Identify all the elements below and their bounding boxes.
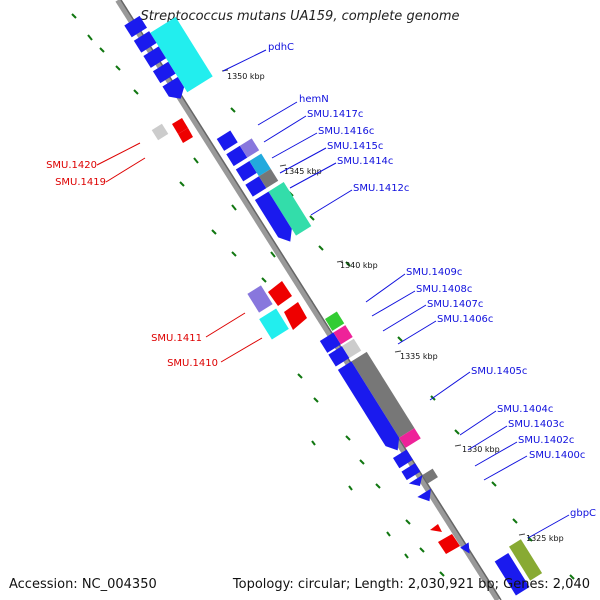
label-smu1419: SMU.1419 — [55, 177, 106, 188]
label-smu1405c: SMU.1405c — [471, 366, 527, 377]
label-smu1411: SMU.1411 — [151, 333, 202, 344]
scale-label-1340: 1340 kbp — [340, 261, 378, 270]
gene-smu1405c-gray[interactable] — [351, 351, 415, 438]
scale-labels: 1350 kbp 1345 kbp 1340 kbp 1335 kbp 1330… — [227, 72, 564, 543]
plus-labels: SMU.1420 SMU.1419 SMU.1411 SMU.1410 — [46, 160, 218, 369]
gene-small-red-2[interactable] — [438, 534, 460, 554]
gene-smu1417c[interactable] — [226, 145, 248, 167]
label-pdhc: pdhC — [268, 42, 294, 53]
gene-smu1413c-gray[interactable] — [258, 168, 279, 189]
gene-smu1410[interactable] — [259, 308, 289, 340]
gene-smu1406c-gray[interactable] — [341, 338, 362, 358]
map-title: Streptococcus mutans UA159, complete gen… — [140, 9, 460, 24]
gene-smu1414c[interactable] — [249, 153, 271, 177]
inner-dotted-track — [230, 107, 575, 580]
gene-smu1412c-teal[interactable] — [268, 182, 312, 236]
genome-backbone — [115, 0, 501, 600]
gene-smu1405c[interactable] — [337, 361, 405, 454]
label-smu1406c: SMU.1406c — [437, 314, 493, 325]
gene-pdhc-blue-5[interactable] — [162, 76, 188, 103]
genome-backbone-shadow — [120, 0, 502, 600]
gene-smu1411[interactable] — [268, 281, 292, 306]
gene-pdhc-blue-4[interactable] — [152, 61, 176, 84]
gene-smu1407c-pink[interactable] — [333, 325, 353, 345]
gene-smu1412c[interactable] — [254, 191, 297, 246]
scale-label-1345: 1345 kbp — [284, 167, 322, 176]
label-smu1416c: SMU.1416c — [318, 126, 374, 137]
label-gbpc: gbpC — [570, 508, 596, 519]
label-smu1408c: SMU.1408c — [416, 284, 472, 295]
gene-smu1408c[interactable] — [319, 332, 341, 353]
gene-smu1409c-green[interactable] — [324, 311, 345, 331]
label-hemn: hemN — [299, 94, 329, 105]
gene-gbpc-arrow[interactable] — [460, 542, 474, 556]
scale-label-1350: 1350 kbp — [227, 72, 265, 81]
label-smu1409c: SMU.1409c — [406, 267, 462, 278]
gene-pdhc-blue-1[interactable] — [124, 15, 147, 38]
gene-pdhc-blue-3[interactable] — [143, 46, 167, 68]
gene-smu1419[interactable] — [172, 118, 188, 134]
label-smu1407c: SMU.1407c — [427, 299, 483, 310]
label-smu1417c: SMU.1417c — [307, 109, 363, 120]
genome-summary-text: Topology: circular; Length: 2,030,921 bp… — [232, 577, 590, 592]
gene-pdhc-cyan[interactable] — [150, 16, 213, 93]
gene-smu1415c[interactable] — [235, 161, 257, 182]
gene-smu1400c-gray[interactable] — [422, 468, 438, 484]
gene-pdhc-blue-2[interactable] — [133, 31, 157, 53]
gene-smu1402c[interactable] — [408, 475, 427, 490]
gene-smu1413c[interactable] — [245, 176, 267, 197]
label-smu1414c: SMU.1414c — [337, 156, 393, 167]
gc-dotted-track — [71, 13, 445, 577]
label-smu1415c: SMU.1415c — [327, 141, 383, 152]
gene-smu1403c[interactable] — [401, 463, 421, 481]
gene-small-red-1[interactable] — [430, 524, 442, 532]
label-smu1402c: SMU.1402c — [518, 435, 574, 446]
gene-smu1419b[interactable] — [178, 128, 193, 143]
gene-smu1404c[interactable] — [392, 449, 413, 469]
label-smu1420: SMU.1420 — [46, 160, 97, 171]
plus-label-leaders — [96, 142, 263, 363]
plus-strand-genes — [151, 118, 460, 554]
gene-smu1406c[interactable] — [328, 346, 350, 367]
scale-label-1330: 1330 kbp — [462, 445, 500, 454]
minus-strand-genes — [124, 15, 543, 596]
minus-label-leaders — [222, 49, 570, 539]
label-smu1403c: SMU.1403c — [508, 419, 564, 430]
gene-smu1411-band[interactable] — [247, 285, 273, 313]
gene-smu1400c[interactable] — [417, 488, 436, 506]
gene-smu1405c-pink[interactable] — [399, 428, 421, 448]
gene-hemn[interactable] — [216, 130, 238, 151]
label-smu1400c: SMU.1400c — [529, 450, 585, 461]
gene-smu1420[interactable] — [151, 123, 169, 141]
gene-gbpc-olive[interactable] — [509, 539, 543, 581]
scale-label-1335: 1335 kbp — [400, 352, 438, 361]
minus-labels: pdhC hemN SMU.1417c SMU.1416c SMU.1415c … — [268, 42, 596, 519]
scale-label-1325: 1325 kbp — [526, 534, 564, 543]
accession-text: Accession: NC_004350 — [9, 577, 157, 592]
label-smu1410: SMU.1410 — [167, 358, 218, 369]
gene-smu1411b[interactable] — [284, 302, 307, 330]
gene-gbpc[interactable] — [494, 553, 530, 596]
label-smu1404c: SMU.1404c — [497, 404, 553, 415]
label-smu1412c: SMU.1412c — [353, 183, 409, 194]
gene-smu1416c[interactable] — [239, 138, 260, 158]
